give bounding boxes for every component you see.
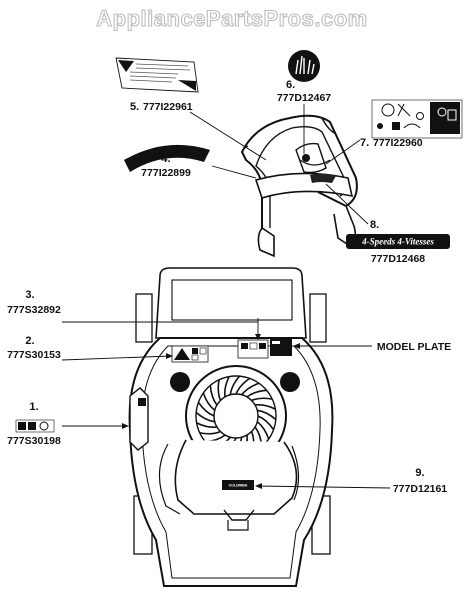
fan-blade [195, 411, 215, 423]
handle-assembly [240, 114, 358, 258]
decal-1-thumbnail [15, 419, 55, 433]
decal-arc-strip [124, 144, 210, 172]
callout-5-number: 5. [130, 101, 139, 113]
speeds-decal-text: 4-Speeds 4-Vitesses [361, 237, 434, 247]
fan-blade [256, 421, 270, 440]
callout-1-number: 1. [29, 401, 38, 413]
fan-blade [246, 389, 267, 398]
callout-9-part: 777D12161 [393, 483, 447, 495]
callout-8-part: 777D12468 [371, 253, 425, 265]
fan-blade [235, 377, 251, 395]
fan-blade [196, 422, 218, 428]
engine-fan [195, 375, 277, 457]
callout-labels: 1. 777S30198 2. 777S30153 3. 777S32892 4… [7, 79, 451, 495]
model-plate [270, 338, 292, 356]
deck-decal-warning [171, 345, 209, 363]
callout-7-number: 7. [360, 137, 369, 149]
decal-warning-upper [115, 57, 199, 93]
callout-1-part: 777S30198 [7, 435, 61, 447]
svg-text:COLUMBIA: COLUMBIA [229, 484, 248, 488]
fan-blade [254, 404, 276, 410]
fan-blade [199, 430, 221, 435]
callout-8-number: 8. [370, 219, 379, 231]
decal-grass-icon [288, 50, 320, 82]
callout-2-number: 2. [25, 335, 34, 347]
fan-blade [224, 376, 230, 398]
callout-3-number: 3. [25, 289, 34, 301]
fan-blade [241, 382, 260, 396]
fan-blade [257, 415, 275, 431]
fan-blade [251, 397, 273, 402]
fan-blade [197, 401, 215, 417]
deck-decal-controls [237, 339, 269, 359]
model-plate-label: MODEL PLATE [377, 341, 451, 353]
callout-6-number: 6. [286, 79, 295, 91]
mower-deck: COLUMBIA [128, 267, 334, 587]
lower-leader-lines [61, 318, 391, 489]
fan-blade [229, 375, 241, 395]
decal-speeds: 4-Speeds 4-Vitesses [346, 234, 450, 249]
callout-2-part: 777S30153 [7, 349, 61, 361]
fan-blade [257, 409, 277, 421]
watermark-text: AppliancePartsPros.com [96, 6, 367, 31]
callout-4-number: 4. [161, 153, 170, 165]
decal-icon-strip [371, 99, 463, 139]
fan-blade [209, 385, 218, 406]
callout-4-part: 777I22899 [141, 167, 191, 179]
upper-leader-lines [189, 104, 369, 225]
engine-name-plate: COLUMBIA [222, 480, 254, 490]
callout-6-part: 777D12467 [277, 92, 331, 104]
callout-7-part: 777I22960 [373, 137, 423, 149]
callout-5-part: 777I22961 [143, 101, 193, 113]
fan-blade [202, 392, 216, 411]
fan-blade [217, 379, 222, 401]
callout-3-part: 777S32892 [7, 304, 61, 316]
callout-9-number: 9. [415, 467, 424, 479]
